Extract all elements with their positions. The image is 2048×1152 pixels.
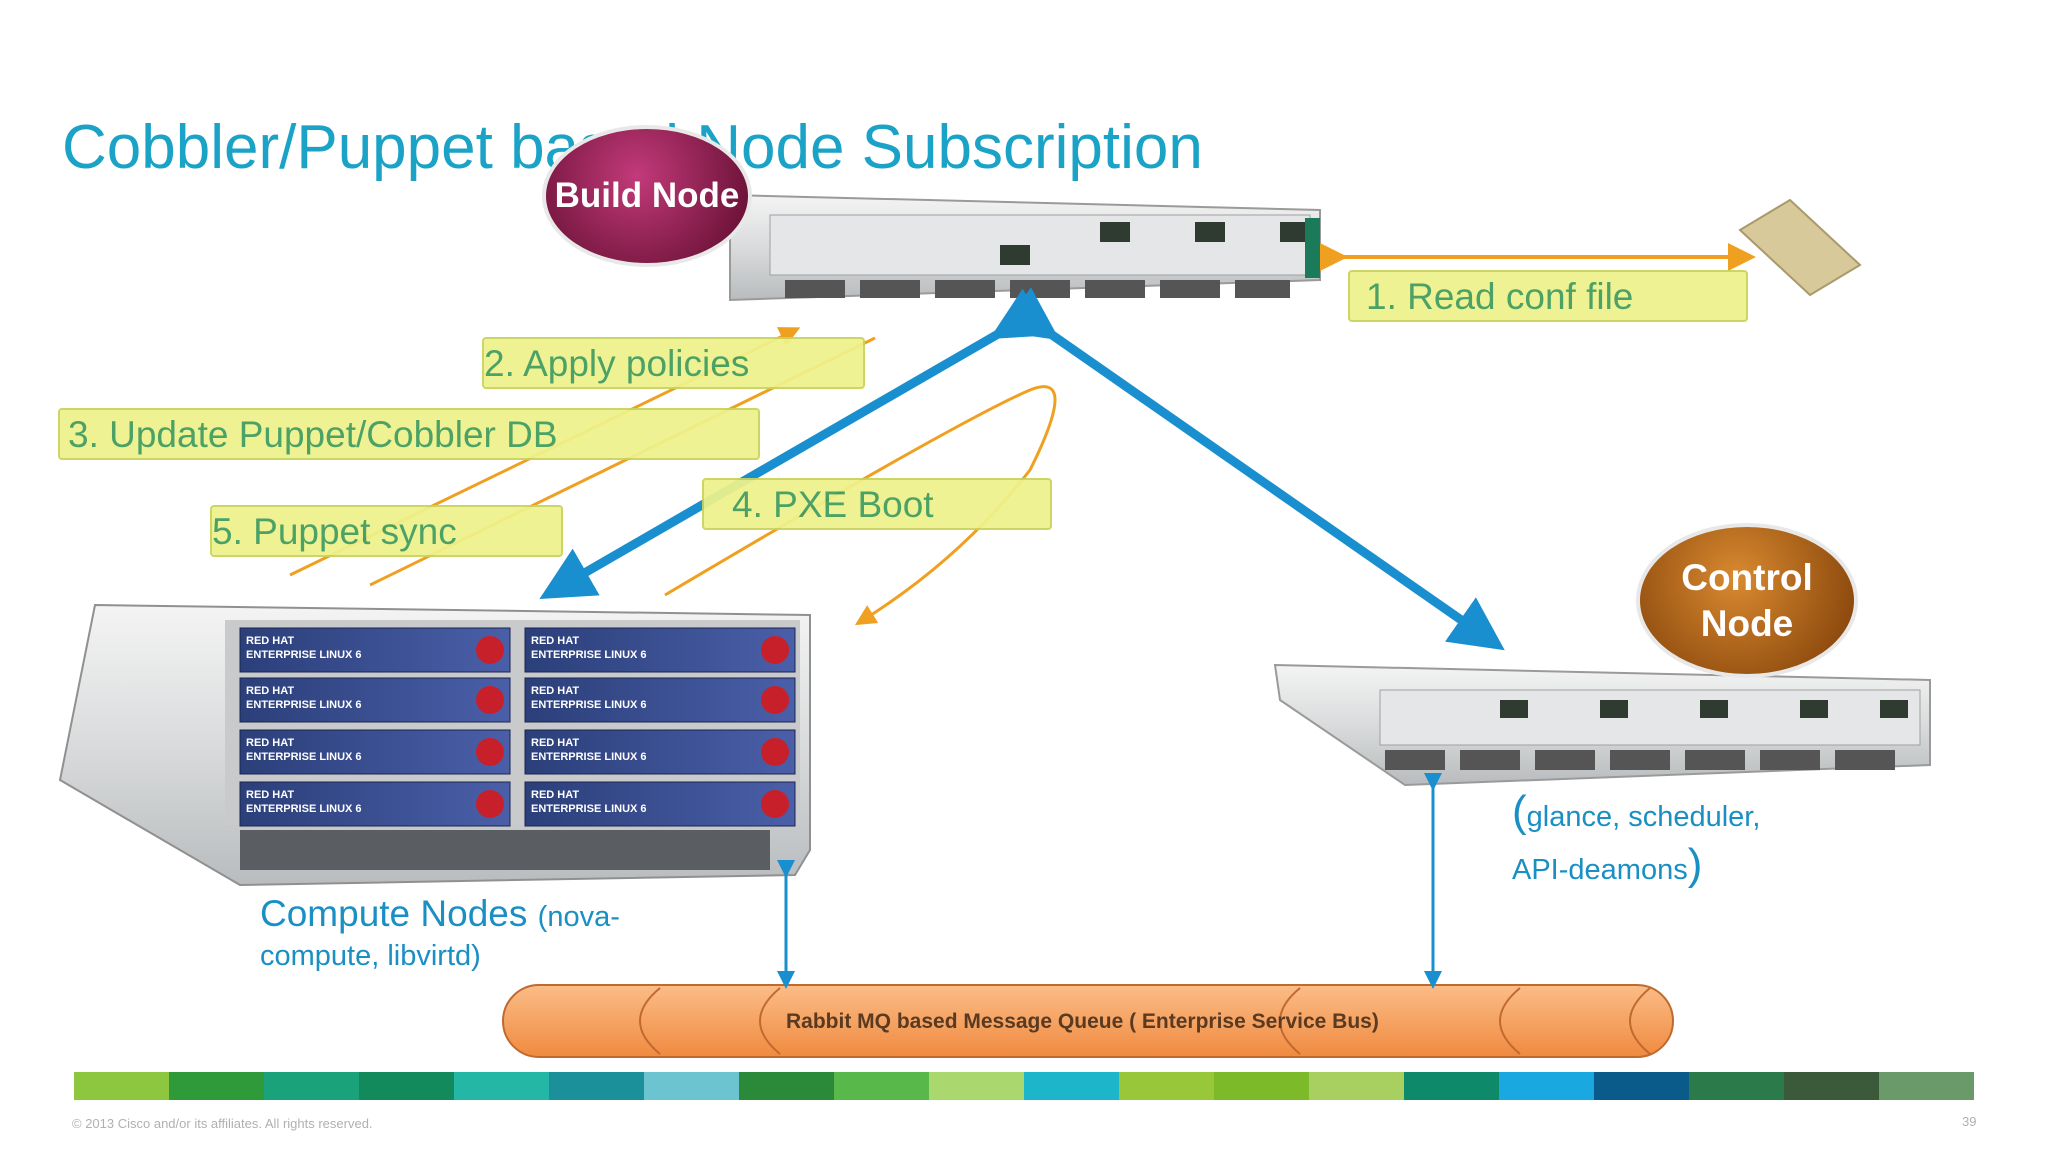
blade-text-2: ENTERPRISE LINUX 6 [531, 699, 647, 711]
redhat-logo-icon [476, 790, 504, 818]
build-node-badge: Build Node [542, 125, 752, 267]
redhat-logo-icon [761, 738, 789, 766]
strip-segment [359, 1072, 454, 1100]
strip-segment [1879, 1072, 1974, 1100]
step-5-text: 5. Puppet sync [212, 511, 457, 552]
redhat-logo-icon [476, 636, 504, 664]
control-services-text2: API-deamons [1512, 854, 1688, 886]
compute-chassis: RED HAT ENTERPRISE LINUX 6 RED HAT ENTERPRI… [58, 603, 811, 887]
step-2-text: 2. Apply policies [484, 343, 750, 384]
step-3-note: 3. Update Puppet/Cobbler DB [58, 408, 760, 460]
strip-segment [169, 1072, 264, 1100]
blue-arrow-build-control [1000, 287, 1505, 651]
color-strip [74, 1072, 1974, 1100]
control-node-badge: Control Node [1636, 523, 1858, 678]
control-node-label-2: Node [1700, 602, 1794, 644]
blade-text-1: RED HAT [531, 635, 579, 647]
control-services-text1: glance, scheduler, [1526, 801, 1761, 833]
strip-segment [1784, 1072, 1879, 1100]
blade-text-1: RED HAT [531, 685, 579, 697]
compute-blade: RED HAT ENTERPRISE LINUX 6 [239, 729, 511, 775]
strip-segment [264, 1072, 359, 1100]
blade-text-2: ENTERPRISE LINUX 6 [246, 649, 362, 661]
step-1-text: 1. Read conf file [1366, 276, 1634, 317]
redhat-logo-icon [476, 686, 504, 714]
blade-text-1: RED HAT [246, 789, 294, 801]
blue-arrow-build-compute [539, 288, 1050, 600]
strip-segment [1499, 1072, 1594, 1100]
page-number: 39 [1962, 1114, 1977, 1129]
step-1-note: 1. Read conf file [1348, 270, 1748, 322]
strip-segment [454, 1072, 549, 1100]
step-3-text: 3. Update Puppet/Cobbler DB [68, 414, 558, 455]
strip-segment [1594, 1072, 1689, 1100]
strip-segment [549, 1072, 644, 1100]
blade-text-2: ENTERPRISE LINUX 6 [531, 803, 647, 815]
build-node-server [729, 193, 1321, 302]
strip-segment [1214, 1072, 1309, 1100]
strip-segment [74, 1072, 169, 1100]
strip-segment [644, 1072, 739, 1100]
step-4-text: 4. PXE Boot [732, 484, 934, 525]
blade-text-2: ENTERPRISE LINUX 6 [246, 699, 362, 711]
step-5-note: 5. Puppet sync [210, 505, 563, 557]
control-node-label-1: Control [1681, 556, 1813, 598]
compute-blade: RED HAT ENTERPRISE LINUX 6 [524, 781, 796, 827]
step-2-note: 2. Apply policies [482, 337, 865, 389]
strip-segment [1689, 1072, 1784, 1100]
strip-segment [834, 1072, 929, 1100]
compute-nodes-sub1: (nova- [537, 901, 620, 933]
config-file-icon [1738, 198, 1862, 297]
compute-blade: RED HAT ENTERPRISE LINUX 6 [239, 677, 511, 723]
strip-segment [1119, 1072, 1214, 1100]
message-queue-label: Rabbit MQ based Message Queue ( Enterpri… [786, 1010, 1379, 1033]
redhat-logo-icon [761, 636, 789, 664]
compute-blade: RED HAT ENTERPRISE LINUX 6 [524, 627, 796, 673]
compute-blade: RED HAT ENTERPRISE LINUX 6 [524, 677, 796, 723]
build-node-label: Build Node [554, 176, 740, 215]
compute-blade: RED HAT ENTERPRISE LINUX 6 [239, 781, 511, 827]
control-services-line1: (glance, scheduler, [1512, 787, 1760, 837]
blade-text-1: RED HAT [246, 635, 294, 647]
copyright-footer: © 2013 Cisco and/or its affiliates. All … [72, 1116, 373, 1131]
control-node-server [1273, 663, 1931, 787]
blade-text-2: ENTERPRISE LINUX 6 [246, 803, 362, 815]
redhat-logo-icon [761, 790, 789, 818]
control-services-line2: API-deamons) [1512, 840, 1702, 890]
compute-blade: RED HAT ENTERPRISE LINUX 6 [239, 627, 511, 673]
blade-text-1: RED HAT [531, 737, 579, 749]
strip-segment [739, 1072, 834, 1100]
redhat-logo-icon [476, 738, 504, 766]
compute-blade: RED HAT ENTERPRISE LINUX 6 [524, 729, 796, 775]
blade-text-2: ENTERPRISE LINUX 6 [531, 751, 647, 763]
compute-nodes-sub2: compute, libvirtd) [260, 940, 481, 972]
blade-text-2: ENTERPRISE LINUX 6 [246, 751, 362, 763]
redhat-logo-icon [761, 686, 789, 714]
step-4-note: 4. PXE Boot [702, 478, 1052, 530]
compute-nodes-title: Compute Nodes [260, 893, 528, 934]
strip-segment [1404, 1072, 1499, 1100]
control-open-paren: ( [1512, 787, 1527, 836]
blade-text-1: RED HAT [531, 789, 579, 801]
message-queue-bus [502, 984, 1674, 1058]
blade-text-1: RED HAT [246, 737, 294, 749]
strip-segment [929, 1072, 1024, 1100]
control-close-paren: ) [1687, 840, 1703, 889]
strip-segment [1024, 1072, 1119, 1100]
strip-segment [1309, 1072, 1404, 1100]
blade-text-1: RED HAT [246, 685, 294, 697]
compute-nodes-label: Compute Nodes (nova- [260, 893, 620, 935]
blade-text-2: ENTERPRISE LINUX 6 [531, 649, 647, 661]
